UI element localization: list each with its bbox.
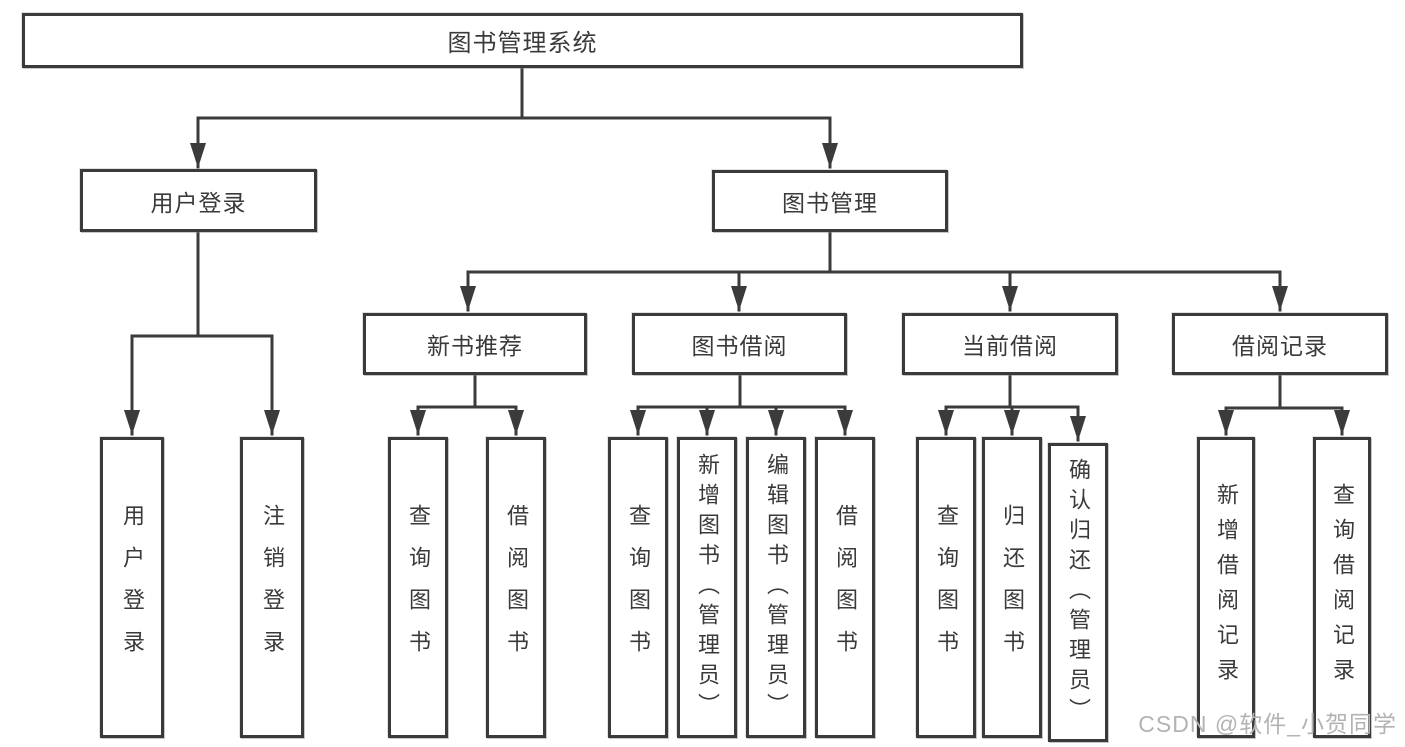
leaf-nbr-query-books-label: 查询图书 bbox=[406, 503, 431, 672]
leaf-br-add-borrow-record: 新增借阅记录 bbox=[1197, 437, 1255, 738]
node-book-borrowing: 图书借阅 bbox=[632, 313, 847, 375]
leaf-user-login-label: 用户登录 bbox=[120, 503, 145, 672]
node-user-login: 用户登录 bbox=[80, 169, 317, 232]
leaf-nbr-query-books: 查询图书 bbox=[388, 437, 448, 738]
node-root: 图书管理系统 bbox=[22, 13, 1023, 68]
leaf-bb-edit-books-admin: 编辑图书（管理员） bbox=[746, 437, 806, 738]
node-borrowing-records: 借阅记录 bbox=[1172, 313, 1388, 375]
leaf-bb-borrow-books-label: 借阅图书 bbox=[833, 503, 858, 672]
leaf-cb-return-books-label: 归还图书 bbox=[1000, 503, 1025, 672]
leaf-br-query-borrow-record: 查询借阅记录 bbox=[1313, 437, 1371, 738]
leaf-br-add-borrow-record-label: 新增借阅记录 bbox=[1214, 482, 1239, 693]
leaf-logout-label: 注销登录 bbox=[260, 503, 285, 672]
leaf-bb-edit-books-admin-label: 编辑图书（管理员） bbox=[764, 452, 789, 723]
leaf-nbr-borrow-books: 借阅图书 bbox=[486, 437, 546, 738]
node-book-borrowing-label: 图书借阅 bbox=[691, 333, 788, 359]
leaf-bb-query-books-label: 查询图书 bbox=[626, 503, 651, 672]
leaf-nbr-borrow-books-label: 借阅图书 bbox=[504, 503, 529, 672]
leaf-logout: 注销登录 bbox=[240, 437, 304, 738]
leaf-cb-query-books: 查询图书 bbox=[916, 437, 976, 738]
leaf-bb-add-books-admin-label: 新增图书（管理员） bbox=[695, 452, 720, 723]
node-book-management-label: 图书管理 bbox=[782, 190, 878, 216]
leaf-bb-add-books-admin: 新增图书（管理员） bbox=[677, 437, 737, 738]
node-current-borrowing-label: 当前借阅 bbox=[962, 333, 1058, 359]
leaf-bb-query-books: 查询图书 bbox=[608, 437, 668, 738]
node-current-borrowing: 当前借阅 bbox=[902, 313, 1118, 375]
node-user-login-label: 用户登录 bbox=[150, 189, 247, 216]
node-root-label: 图书管理系统 bbox=[447, 30, 598, 57]
leaf-cb-confirm-return-admin-label: 确认归还（管理员） bbox=[1066, 457, 1091, 728]
node-borrowing-records-label: 借阅记录 bbox=[1232, 333, 1328, 359]
csdn-watermark: CSDN @软件_小贺同学 bbox=[1138, 711, 1397, 737]
node-new-book-recommend-label: 新书推荐 bbox=[427, 333, 523, 359]
node-book-management: 图书管理 bbox=[712, 170, 948, 232]
leaf-cb-return-books: 归还图书 bbox=[982, 437, 1042, 738]
leaf-user-login: 用户登录 bbox=[100, 437, 164, 738]
leaf-br-query-borrow-record-label: 查询借阅记录 bbox=[1330, 482, 1355, 693]
leaf-bb-borrow-books: 借阅图书 bbox=[815, 437, 875, 738]
leaf-cb-query-books-label: 查询图书 bbox=[934, 503, 959, 672]
node-new-book-recommend: 新书推荐 bbox=[363, 313, 587, 375]
leaf-cb-confirm-return-admin: 确认归还（管理员） bbox=[1048, 443, 1108, 742]
